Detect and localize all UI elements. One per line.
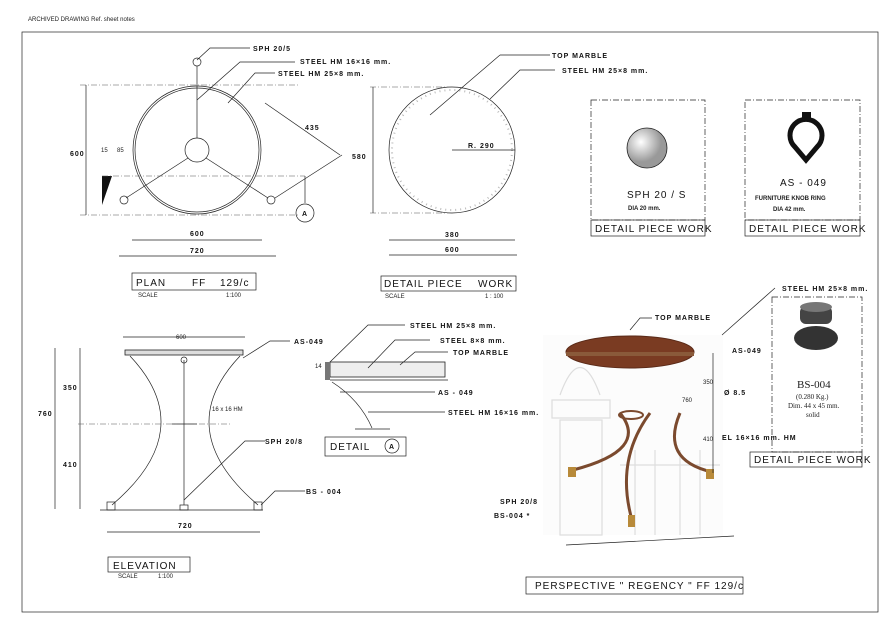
plan-number: 129/c	[220, 278, 249, 289]
label-steel: EL 16×16 mm. HM	[722, 435, 797, 442]
as049-detail-card: AS - 049 FURNITURE KNOB RING DIA 42 mm. …	[744, 99, 867, 237]
label-sph: SPH 20/8	[265, 439, 303, 446]
label-steel-16: STEEL HM 16×16 mm.	[300, 59, 391, 66]
sheet-frame	[21, 31, 879, 613]
detail-title-work: WORK	[478, 279, 513, 290]
scale-value: 1:100	[226, 293, 242, 299]
plan-title: PLAN	[136, 278, 166, 289]
label-bs004: BS-004 *	[494, 513, 530, 520]
label-as049: AS-049	[732, 348, 762, 355]
detail-title: DETAIL PIECE	[384, 279, 463, 290]
dim-600: 600	[176, 335, 187, 341]
label-bs004: BS - 004	[306, 489, 342, 496]
detail-a-marker: A	[389, 444, 395, 451]
label-as049: AS - 049	[438, 390, 474, 397]
label-top-marble: TOP MARBLE	[552, 53, 608, 60]
scale-label: SCALE	[118, 574, 138, 580]
detail-marker-a: A	[302, 211, 308, 218]
as-dia: DIA 42 mm.	[773, 207, 806, 213]
bs-weight: (0.280 Kg.)	[796, 393, 829, 401]
sph-detail-card: SPH 20 / S DIA 20 mm. DETAIL PIECE WORK	[590, 99, 713, 237]
sph-name: SPH 20 / S	[627, 190, 686, 201]
bs-name: BS-004	[797, 379, 831, 391]
label-steel: STEEL HM 25×8 mm.	[782, 286, 868, 293]
bs-dim: Dim. 44 x 45 mm.	[788, 402, 840, 410]
dim-435: 435	[305, 125, 320, 132]
sph-caption: DETAIL PIECE WORK	[595, 224, 713, 235]
label-as049: AS-049	[294, 339, 324, 346]
elevation-title: ELEVATION	[113, 561, 177, 572]
sphere-knob-icon	[192, 57, 202, 67]
scale-label: SCALE	[138, 293, 158, 299]
label-diameter: Ø 8.5	[724, 390, 746, 397]
table-legs	[572, 412, 713, 521]
sph-dia: DIA 20 mm.	[628, 206, 661, 212]
perspective-view: TOP MARBLE AS-049 Ø 8.5 EL 16×16 mm. HM …	[494, 287, 797, 595]
dim-760: 760	[38, 411, 53, 418]
as-desc: FURNITURE KNOB RING	[755, 196, 826, 202]
label-steel-25: STEEL HM 25×8 mm.	[278, 71, 364, 78]
as-name: AS - 049	[780, 178, 827, 189]
scale-value: 1:100	[158, 574, 174, 580]
dim-350: 350	[703, 380, 714, 386]
dim-600-v: 600	[70, 151, 85, 158]
scale-value: 1 : 100	[485, 294, 504, 300]
label-hm: 16 x 16 HM	[212, 407, 243, 413]
detail-a-view: STEEL HM 25×8 mm. STEEL 8×8 mm. TOP MARB…	[315, 323, 539, 457]
foot-piece-icon	[794, 302, 838, 350]
bs-caption: DETAIL PIECE WORK	[754, 455, 872, 466]
sphere-icon	[626, 127, 668, 169]
dim-85: 85	[117, 148, 124, 154]
scale-label: SCALE	[385, 294, 405, 300]
label-top-marble: TOP MARBLE	[655, 315, 711, 322]
label-steel-16: STEEL HM 16×16 mm.	[448, 410, 539, 417]
perspective-title: PERSPECTIVE " REGENCY " FF 129/c	[535, 581, 744, 592]
dim-380: 380	[445, 232, 460, 239]
dim-410: 410	[703, 437, 714, 443]
dim-14: 14	[315, 364, 322, 370]
label-top-marble: TOP MARBLE	[453, 350, 509, 357]
label-steel: STEEL HM 25×8 mm.	[562, 68, 648, 75]
label-sph: SPH 20/5	[253, 46, 291, 53]
elevation-view: 600 AS-049 350 760 410 16 x 16 HM SPH 20…	[38, 335, 342, 580]
dim-760: 760	[682, 398, 693, 404]
plan-view: SPH 20/5 STEEL HM 16×16 mm. STEEL HM 25×…	[70, 46, 391, 299]
dim-600: 600	[445, 247, 460, 254]
header-note: ARCHIVED DRAWING Ref. sheet notes	[28, 17, 135, 23]
label-steel-8: STEEL 8×8 mm.	[440, 338, 506, 345]
dim-720: 720	[178, 523, 193, 530]
knob-ring-icon	[787, 116, 825, 164]
label-steel-25: STEEL HM 25×8 mm.	[410, 323, 496, 330]
dim-580: 580	[352, 154, 367, 161]
detail-a-title: DETAIL	[330, 442, 370, 453]
label-sph: SPH 20/8	[500, 499, 538, 506]
plan-code: FF	[192, 278, 206, 289]
dim-radius: R. 290	[468, 143, 495, 150]
detail-top-view: TOP MARBLE STEEL HM 25×8 mm. R. 290 580 …	[352, 53, 648, 300]
dim-15: 15	[101, 148, 108, 154]
bs004-detail-card: BS-004 (0.280 Kg.) Dim. 44 x 45 mm. soli…	[749, 286, 872, 468]
dim-350: 350	[63, 385, 78, 392]
dim-410: 410	[63, 462, 78, 469]
dim-720: 720	[190, 248, 205, 255]
as-caption: DETAIL PIECE WORK	[749, 224, 867, 235]
bs-solid: solid	[806, 411, 820, 419]
dim-600: 600	[190, 231, 205, 238]
